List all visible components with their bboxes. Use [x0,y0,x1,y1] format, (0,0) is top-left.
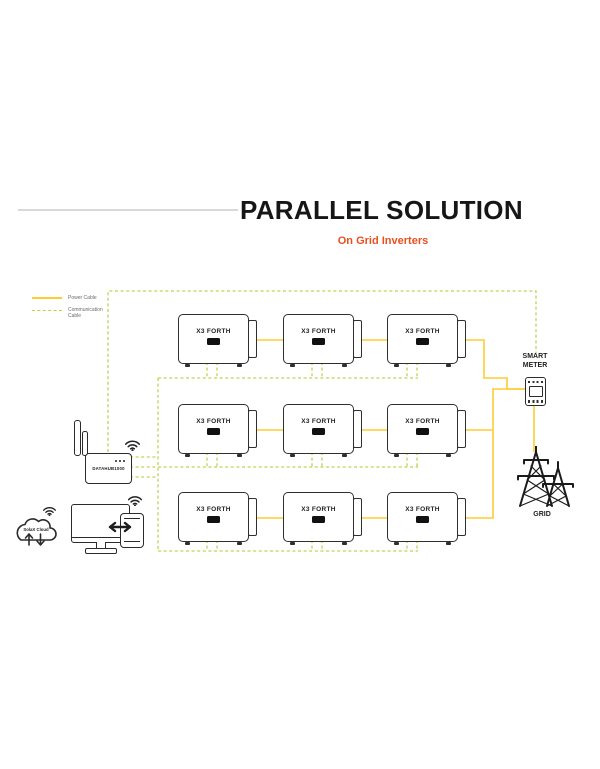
inverter-side-panel [353,498,362,536]
inverter-r3c1: X3 FORTH [178,492,257,545]
inverter-r3c2: X3 FORTH [283,492,362,545]
download-arrow-icon [36,533,45,546]
meter-terminals [528,400,543,403]
cloud-icon [16,518,57,546]
inverter-side-panel [353,410,362,448]
legend-power-swatch [32,297,62,299]
inverter-side-panel [248,320,257,358]
inverter-display-icon [416,428,429,435]
inverter-side-panel [353,320,362,358]
wifi-icon [124,440,141,451]
inverter-label: X3 FORTH [196,328,231,335]
sync-arrows-icon [108,521,132,533]
page-subtitle: On Grid Inverters [337,235,429,247]
power-cables [256,339,535,519]
inverter-display-icon [416,338,429,345]
inverter-r1c3: X3 FORTH [387,314,466,367]
inverter-side-panel [457,498,466,536]
inverter-side-panel [248,410,257,448]
inverter-display-icon [312,428,325,435]
legend-power-label: Power Cable [68,295,97,301]
transmission-tower-icon [517,446,574,507]
wifi-icon [127,496,143,506]
inverter-label: X3 FORTH [301,506,336,513]
inverter-display-icon [312,338,325,345]
inverter-label: X3 FORTH [405,328,440,335]
inverter-r2c2: X3 FORTH [283,404,362,457]
monitor-stand-base [85,548,117,554]
meter-terminals [528,380,543,383]
inverter-display-icon [207,516,220,523]
inverter-r1c1: X3 FORTH [178,314,257,367]
inverter-side-panel [457,410,466,448]
smart-meter-icon [525,377,546,406]
inverter-label: X3 FORTH [301,418,336,425]
inverter-label: X3 FORTH [196,418,231,425]
page-title: PARALLEL SOLUTION [240,195,523,225]
smart-meter-label: SMART METER [522,353,548,369]
header-divider [18,209,238,211]
inverter-label: X3 FORTH [405,418,440,425]
inverter-r2c3: X3 FORTH [387,404,466,457]
inverter-display-icon [312,516,325,523]
antenna-icon [74,420,81,456]
datahub-leds [115,460,117,462]
upload-arrow-icon [24,533,34,546]
inverter-r2c1: X3 FORTH [178,404,257,457]
meter-screen [528,386,543,397]
cloud-label: SolaX Cloud [23,527,49,532]
inverter-label: X3 FORTH [301,328,336,335]
inverter-label: X3 FORTH [405,506,440,513]
grid-label: GRID [533,511,551,518]
legend-communication-label: Communication Cable [68,307,103,319]
datahub-box: DATAHUB1000 [85,453,132,484]
legend-communication-swatch [32,310,62,311]
inverter-side-panel [457,320,466,358]
inverter-display-icon [207,338,220,345]
inverter-display-icon [207,428,220,435]
wifi-icon [43,507,56,516]
datahub-label: DATAHUB1000 [92,466,125,471]
inverter-label: X3 FORTH [196,506,231,513]
inverter-side-panel [248,498,257,536]
monitor-bottom-bar [72,537,129,538]
inverter-r1c2: X3 FORTH [283,314,362,367]
inverter-r3c3: X3 FORTH [387,492,466,545]
inverter-display-icon [416,516,429,523]
